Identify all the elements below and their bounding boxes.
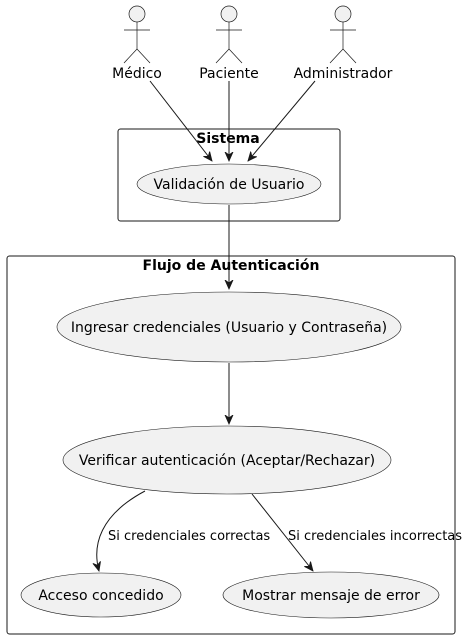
use-case-validacion — [136, 163, 322, 205]
use-case-verificar — [62, 425, 392, 495]
use-case-validacion-label: Validación de Usuario — [154, 177, 305, 193]
actor-paciente: Paciente — [199, 5, 259, 82]
use-case-ingresar-label: Ingresar credenciales (Usuario y Contras… — [71, 320, 387, 336]
arrow-verificar-error — [251, 493, 313, 571]
package-flujo: Flujo de Autenticación Ingresar credenci… — [6, 255, 456, 635]
use-case-error-label: Mostrar mensaje de error — [242, 588, 420, 604]
package-sistema-title: Sistema — [196, 131, 259, 147]
arrow-medico-validacion — [149, 80, 212, 161]
actor-label-paciente: Paciente — [199, 66, 259, 82]
arrow-administrador-validacion — [248, 80, 316, 161]
use-case-error — [222, 571, 440, 619]
actor-head-icon — [334, 5, 352, 23]
actor-label-medico: Médico — [112, 66, 162, 82]
actor-label-administrador: Administrador — [294, 66, 393, 82]
use-case-acceso — [20, 572, 182, 618]
use-case-ingresar — [56, 291, 402, 363]
use-case-acceso-label: Acceso concedido — [38, 588, 163, 604]
actor-medico: Médico — [112, 5, 162, 82]
actor-administrador: Administrador — [294, 5, 393, 82]
use-case-verificar-label: Verificar autenticación (Aceptar/Rechaza… — [79, 453, 375, 469]
edge-label-correctas: Si credenciales correctas — [108, 529, 270, 544]
actor-head-icon — [128, 5, 146, 23]
arrow-verificar-acceso — [97, 490, 146, 571]
package-sistema: Sistema Validación de Usuario — [117, 128, 341, 222]
package-flujo-title: Flujo de Autenticación — [143, 258, 320, 274]
edge-label-incorrectas: Si credenciales incorrectas — [288, 529, 462, 544]
actor-head-icon — [220, 5, 238, 23]
